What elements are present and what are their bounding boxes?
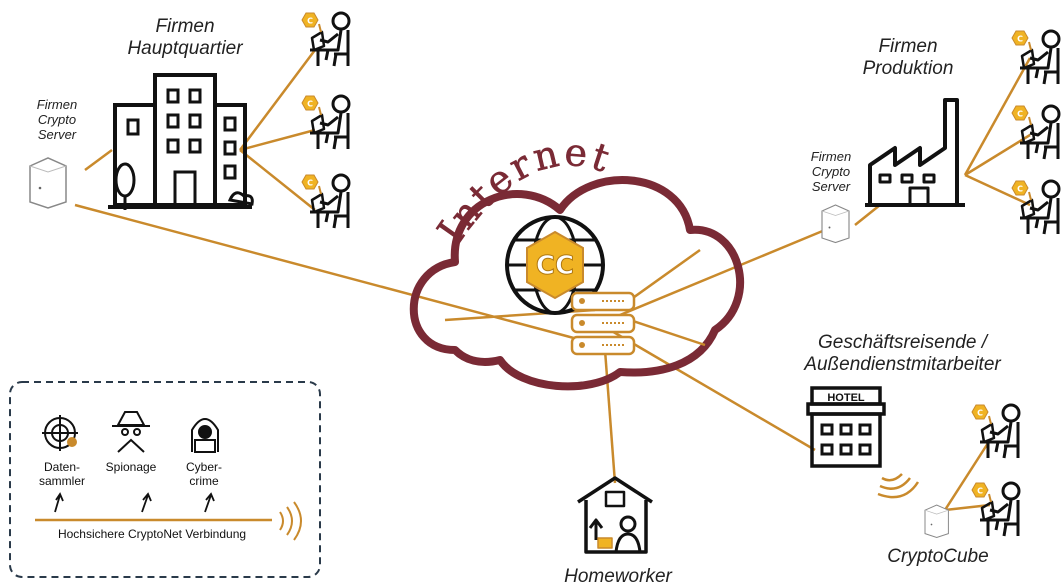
hq-server-label-line-1: Firmen: [36, 97, 78, 112]
cryptocube-logo-icon: CC: [526, 230, 584, 300]
data-collector-icon: [42, 415, 78, 451]
line-factory-to-worker-1: [963, 57, 1032, 176]
connection-lines: [74, 49, 1032, 512]
production-title: Firmen Produktion: [828, 36, 988, 80]
prod-server-label-line-2: Crypto: [811, 163, 851, 179]
prod-server-label: Firmen Crypto Server: [796, 149, 866, 195]
travelers-title-line-1: Geschäftsreisende /: [818, 332, 987, 353]
threat-label-spionage: Spionage: [105, 460, 157, 474]
wireless-signal-icon: [877, 473, 920, 499]
hotel-sign: HOTEL: [827, 392, 865, 404]
line-cloud-to-prod: [619, 228, 826, 317]
line-cube-to-worker-1: [943, 439, 992, 511]
line-cloud-to-hotel: [609, 328, 816, 452]
hq-title-line-1: Firmen: [155, 16, 215, 37]
logo-text: CC: [536, 251, 574, 281]
hq-crypto-server-icon: [29, 157, 67, 209]
legend-box: [9, 381, 321, 578]
line-hq-to-worker-1: [239, 49, 316, 151]
homeworker-label: Homeworker: [564, 566, 672, 587]
line-cloud-to-homeworker-2: [603, 349, 617, 484]
threat-label-cybercrime: Cyber- crime: [185, 460, 222, 489]
traveler-worker-2-icon: [970, 481, 1021, 538]
internet-cloud: [409, 176, 744, 391]
connection-label: Hochsichere CryptoNet Verbindung: [57, 527, 247, 541]
hq-server-label: Firmen Crypto Server: [22, 97, 92, 143]
cryptocube-label: CryptoCube: [887, 546, 989, 567]
hotel-icon: [806, 386, 886, 468]
hq-title-line-2: Hauptquartier: [127, 37, 243, 59]
spy-icon: [112, 411, 150, 453]
homeworker-house-icon: [577, 476, 653, 554]
server-stack-icon: [570, 291, 636, 356]
prod-worker-2-icon: [1010, 104, 1061, 161]
line-prod-server-to-factory: [854, 204, 881, 226]
blocked-arrows: [54, 492, 215, 513]
prod-server-label-line-1: Firmen: [810, 149, 852, 164]
line-hq-server-to-hq: [84, 148, 113, 172]
hq-worker-2-icon: [300, 94, 351, 151]
line-cube-to-worker-2: [944, 503, 991, 512]
travelers-title-line-2: Außendienstmitarbeiter: [804, 353, 1001, 375]
line-hq-server-to-cloud: [74, 203, 601, 347]
line-factory-to-worker-3: [964, 173, 1031, 207]
production-title-line-1: Firmen: [878, 36, 938, 57]
hq-server-label-line-2: Crypto: [37, 111, 77, 127]
production-title-line-2: Produktion: [862, 57, 954, 79]
travelers-title: Geschäftsreisende / Außendienstmitarbeit…: [760, 332, 1045, 376]
hq-server-label-line-3: Server: [37, 126, 77, 142]
line-hq-to-worker-2: [239, 128, 316, 152]
hq-worker-3-icon: [300, 173, 351, 230]
prod-worker-3-icon: [1010, 179, 1061, 236]
line-hq-to-worker-3: [239, 149, 316, 211]
legend-wireless-icon: [279, 501, 302, 541]
prod-crypto-server-icon: [821, 204, 850, 244]
headquarters-building-icon: [108, 73, 254, 210]
threat-label-datensammler: Daten- sammler: [38, 460, 85, 489]
hq-title: Firmen Hauptquartier: [110, 16, 260, 60]
factory-icon: [865, 98, 965, 207]
hacker-icon: [191, 418, 219, 453]
line-factory-to-worker-2: [964, 133, 1031, 177]
traveler-worker-1-icon: [970, 403, 1021, 460]
prod-server-label-line-3: Server: [811, 178, 851, 194]
cryptocube-device-icon: [924, 504, 949, 538]
